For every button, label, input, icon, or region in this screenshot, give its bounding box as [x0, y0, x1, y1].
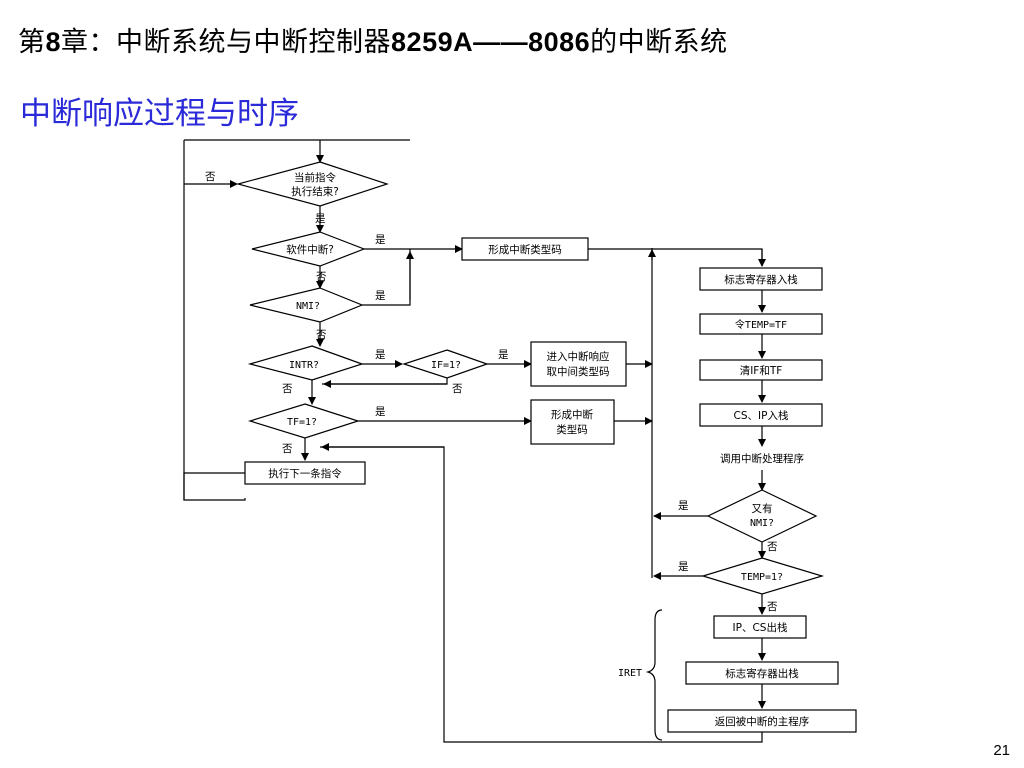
process-form-code2: 形成中断 类型码	[530, 399, 615, 445]
process-push-cs-ip-text: CS、IP入栈	[734, 409, 789, 422]
process-form-code2-line1: 形成中断	[551, 408, 593, 421]
decision-nmi-again: 又有 NMI?	[706, 489, 818, 543]
process-pop-flags: 标志寄存器出栈	[685, 661, 839, 685]
decision-tf: TF=1?	[247, 403, 360, 439]
label-no-nmi-again: 否	[767, 541, 778, 553]
title-suffix: 的中断系统	[590, 27, 728, 58]
decision-soft-int: 软件中断?	[251, 231, 366, 267]
decision-nmi-text: NMI?	[296, 301, 320, 312]
process-pop-ip-cs: IP、CS出栈	[713, 615, 807, 639]
label-yes-nmi-again: 是	[678, 500, 689, 512]
process-fetch-code-line1: 进入中断响应	[547, 350, 610, 363]
label-no-end-check: 否	[205, 171, 216, 183]
decision-tf-text: TF=1?	[287, 417, 317, 428]
decision-temp-text: TEMP=1?	[741, 572, 783, 583]
decision-soft-int-text: 软件中断?	[286, 243, 334, 256]
process-call-handler: 调用中断处理程序	[720, 452, 804, 465]
decision-if-text: IF=1?	[431, 360, 461, 371]
left-connectors	[183, 139, 763, 743]
process-push-cs-ip: CS、IP入栈	[699, 403, 823, 427]
decision-end-check-line1: 当前指令	[294, 171, 336, 184]
label-no-temp: 否	[767, 601, 778, 613]
decision-if: IF=1?	[402, 349, 489, 379]
process-temp-tf-text: 令TEMP=TF	[735, 318, 787, 331]
chip-name: 8259A——8086	[391, 27, 591, 57]
decision-intr-text: INTR?	[289, 360, 319, 371]
label-no-tf: 否	[282, 443, 293, 455]
decision-intr: INTR?	[247, 345, 364, 381]
label-yes-tf: 是	[375, 406, 386, 418]
label-no-intr: 否	[282, 383, 293, 395]
label-no-if: 否	[452, 383, 463, 395]
decision-nmi-again-line2: NMI?	[750, 518, 774, 529]
process-fetch-code: 进入中断响应 取中间类型码	[530, 341, 627, 387]
process-fetch-code-line2: 取中间类型码	[547, 365, 610, 378]
process-clear-if-tf: 清IF和TF	[699, 359, 823, 381]
label-yes-intr: 是	[375, 349, 386, 361]
process-push-flags: 标志寄存器入栈	[699, 267, 823, 291]
decision-temp: TEMP=1?	[700, 557, 825, 595]
decision-nmi: NMI?	[249, 287, 364, 323]
process-pop-ip-cs-text: IP、CS出栈	[733, 621, 788, 634]
process-clear-if-tf-text: 清IF和TF	[740, 364, 783, 377]
page-number: 21	[993, 742, 1010, 759]
process-form-code2-line2: 类型码	[556, 423, 588, 436]
slide-title: 第8章：中断系统与中断控制器8259A——8086的中断系统	[18, 20, 728, 59]
label-yes-if: 是	[498, 349, 509, 361]
title-mid: 章：中断系统与中断控制器	[61, 27, 392, 58]
label-yes-soft-int: 是	[375, 234, 386, 246]
label-yes-end-check: 是	[315, 213, 326, 225]
title-prefix: 第	[18, 27, 46, 58]
slide-subtitle: 中断响应过程与时序	[20, 96, 299, 132]
process-next-instr: 执行下一条指令	[244, 461, 366, 485]
right-connectors	[588, 248, 766, 741]
decision-end-check: 当前指令 执行结束?	[235, 161, 389, 207]
process-temp-tf: 令TEMP=TF	[699, 313, 823, 335]
decision-nmi-again-line1: 又有	[752, 502, 773, 515]
process-return-main-text: 返回被中断的主程序	[715, 715, 810, 728]
label-no-soft-int: 否	[316, 271, 327, 283]
process-next-instr-text: 执行下一条指令	[268, 467, 342, 480]
process-form-code: 形成中断类型码	[461, 237, 589, 261]
process-return-main: 返回被中断的主程序	[667, 709, 857, 733]
decision-end-check-line2: 执行结束?	[291, 185, 339, 198]
iret-bracket	[645, 609, 663, 741]
label-yes-nmi: 是	[375, 290, 386, 302]
label-yes-temp: 是	[678, 561, 689, 573]
chapter-number: 8	[45, 27, 62, 57]
label-iret: IRET	[618, 668, 642, 679]
process-form-code-text: 形成中断类型码	[488, 243, 562, 256]
label-no-nmi: 否	[316, 329, 327, 341]
process-pop-flags-text: 标志寄存器出栈	[725, 667, 799, 680]
branch-labels: 否 是 是 否 是 否 是 否 是 否 是 否 是 否 是 否 IRET	[205, 171, 778, 679]
process-call-handler-text: 调用中断处理程序	[720, 452, 804, 465]
process-push-flags-text: 标志寄存器入栈	[724, 273, 798, 286]
